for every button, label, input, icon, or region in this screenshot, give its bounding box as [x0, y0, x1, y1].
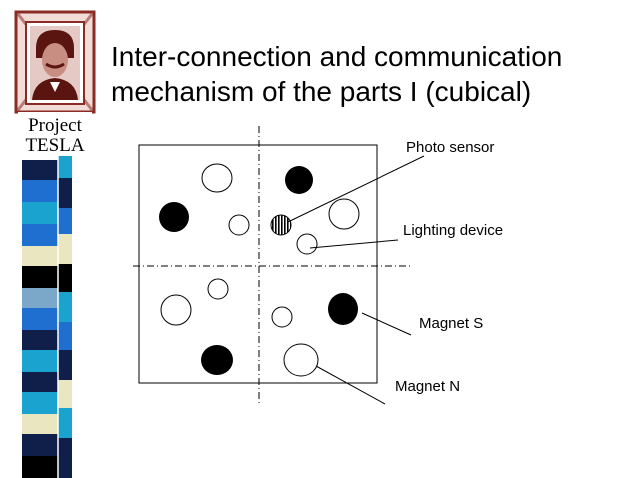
lighting-device-circle	[207, 278, 229, 300]
sidebar-decoration: Project TESLA	[14, 10, 96, 478]
lighting-device-circle	[160, 294, 192, 326]
lighting-device-circle	[201, 163, 233, 193]
lighting-device-circle	[283, 343, 319, 377]
slide-title: Inter-connection and communication mecha…	[111, 39, 631, 109]
magnet-s-leader-line	[361, 312, 412, 336]
photo-sensor-leader-line	[287, 155, 425, 223]
cube-face-diagram: Photo sensor Lighting device Magnet S Ma…	[133, 126, 503, 405]
slide-title-line-1: Inter-connection and communication	[111, 41, 563, 72]
lighting-device-circle	[271, 306, 293, 328]
photo-sensor-label: Photo sensor	[406, 139, 494, 156]
lighting-device-label: Lighting device	[403, 222, 503, 239]
magnet-n-leader-line	[315, 365, 386, 405]
magnet-dot-filled	[285, 166, 313, 194]
stripe-bar	[22, 150, 74, 478]
portrait-icon	[30, 26, 80, 100]
photo-sensor-circle	[270, 214, 292, 236]
project-tesla-logo: Project TESLA	[14, 10, 96, 156]
magnet-dot-filled	[159, 202, 189, 232]
magnet-dot-filled	[201, 345, 233, 375]
lighting-device-circle	[228, 214, 250, 236]
logo-line-project: Project	[28, 115, 83, 136]
magnet-dot-filled	[328, 293, 358, 325]
magnet-s-label: Magnet S	[419, 315, 483, 332]
lighting-device-circle	[328, 198, 360, 230]
cube-face-square	[138, 144, 378, 384]
lighting-device-circle	[296, 233, 318, 255]
logo-line-tesla: TESLA	[25, 135, 84, 156]
magnet-n-label: Magnet N	[395, 378, 460, 395]
lighting-device-leader-line	[309, 239, 399, 249]
slide-title-line-2: mechanism of the parts I (cubical)	[111, 76, 532, 107]
